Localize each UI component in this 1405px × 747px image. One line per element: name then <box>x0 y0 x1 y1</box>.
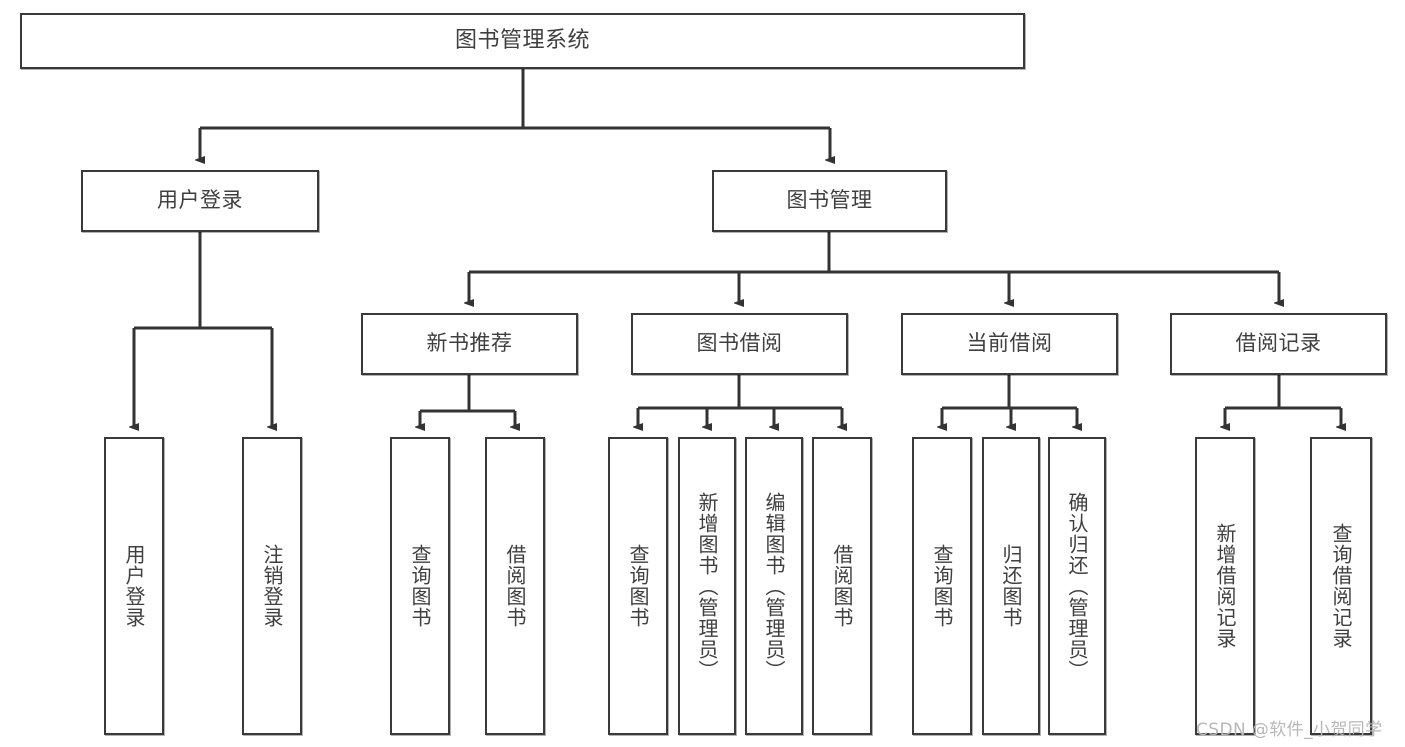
node-book-borrow-label: 图书借阅 <box>696 331 783 356</box>
node-current-borrow[interactable]: 当前借阅 <box>901 313 1118 375</box>
leaf-node-label: 查询借阅记录 <box>1329 523 1353 649</box>
node-borrow-records[interactable]: 借阅记录 <box>1170 313 1387 375</box>
node-current-borrow-label: 当前借阅 <box>966 331 1053 356</box>
leaf-node[interactable]: 归还图书 <box>982 437 1040 735</box>
leaf-node[interactable]: 用户登录 <box>104 437 164 735</box>
node-book-borrow[interactable]: 图书借阅 <box>631 313 848 375</box>
leaf-node[interactable]: 注销登录 <box>242 437 302 735</box>
node-book-management[interactable]: 图书管理 <box>712 170 947 232</box>
leaf-node-label: 新增借阅记录 <box>1213 523 1237 649</box>
leaf-node[interactable]: 借阅图书 <box>812 437 872 735</box>
watermark-text: CSDN @软件_小贺同学 <box>1196 720 1383 740</box>
leaf-node[interactable]: 查询图书 <box>390 437 450 735</box>
leaf-node-label: 查询图书 <box>930 544 954 628</box>
leaf-node[interactable]: 查询图书 <box>608 437 668 735</box>
leaf-node-label: 用户登录 <box>122 544 146 628</box>
node-new-book-recommend-label: 新书推荐 <box>426 331 513 356</box>
leaf-node-label: 注销登录 <box>260 544 284 628</box>
node-user-login-label: 用户登录 <box>157 188 243 213</box>
leaf-node-label: 查询图书 <box>626 544 650 628</box>
leaf-node-label: 查询图书 <box>408 544 432 628</box>
leaf-node-label: 确认归还（管理员） <box>1065 491 1089 681</box>
leaf-node[interactable]: 借阅图书 <box>485 437 545 735</box>
node-book-management-label: 图书管理 <box>786 188 873 213</box>
leaf-node-label: 编辑图书（管理员） <box>762 491 786 681</box>
node-user-login[interactable]: 用户登录 <box>81 170 319 232</box>
leaf-node[interactable]: 查询图书 <box>912 437 972 735</box>
node-new-book-recommend[interactable]: 新书推荐 <box>361 313 578 375</box>
leaf-node[interactable]: 编辑图书（管理员） <box>745 437 803 735</box>
leaf-node[interactable]: 新增借阅记录 <box>1195 437 1255 735</box>
leaf-node[interactable]: 查询借阅记录 <box>1310 437 1372 735</box>
leaf-node-label: 归还图书 <box>999 544 1023 628</box>
node-root[interactable]: 图书管理系统 <box>20 13 1025 69</box>
node-borrow-records-label: 借阅记录 <box>1235 331 1322 356</box>
leaf-node[interactable]: 确认归还（管理员） <box>1048 437 1106 735</box>
leaf-node-label: 借阅图书 <box>503 544 527 628</box>
node-root-label: 图书管理系统 <box>454 27 590 53</box>
leaf-node[interactable]: 新增图书（管理员） <box>678 437 736 735</box>
leaf-node-label: 借阅图书 <box>830 544 854 628</box>
leaf-node-label: 新增图书（管理员） <box>695 491 719 681</box>
